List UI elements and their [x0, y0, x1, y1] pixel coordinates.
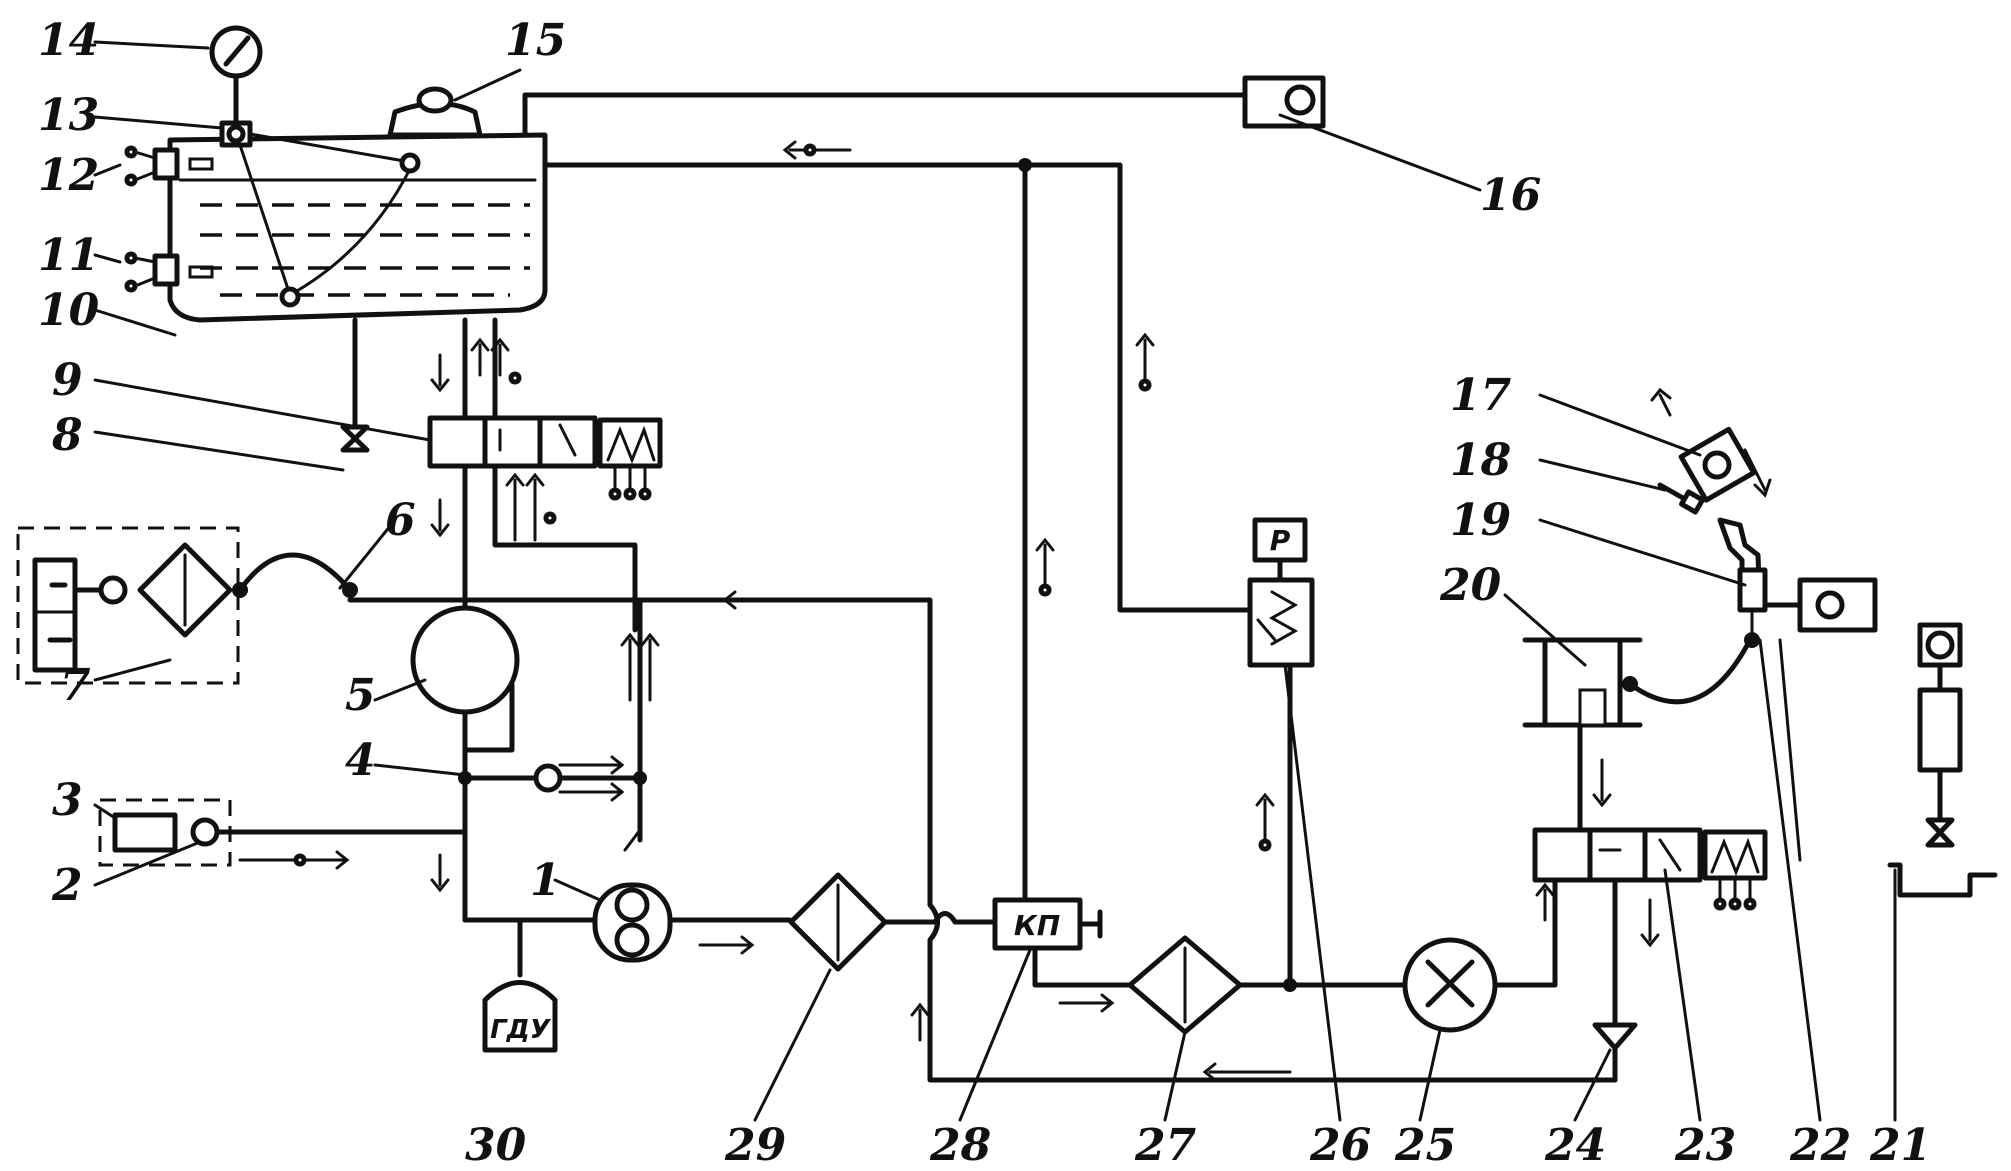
- callout-7: 7: [60, 660, 91, 711]
- callout-8: 8: [51, 410, 83, 461]
- callout-23: 23: [1674, 1120, 1736, 1171]
- control-handle: [1657, 426, 1878, 648]
- callout-1: 1: [530, 855, 561, 906]
- return-line: [542, 158, 1258, 908]
- flow-arrows: [238, 140, 1802, 1082]
- drain-line: [340, 317, 370, 453]
- suction-line: [98, 798, 642, 923]
- main-pump: [462, 882, 793, 963]
- filter-29: [788, 872, 998, 972]
- auxiliary-unit: [1887, 622, 1998, 898]
- filter-27: [1127, 935, 1408, 1035]
- callout-9: 9: [52, 355, 83, 406]
- callout-2: 2: [51, 860, 83, 911]
- level-switch-upper: [124, 145, 214, 187]
- callout-16: 16: [1480, 170, 1541, 221]
- level-switch-lower: [124, 251, 214, 293]
- leader-lines: [93, 40, 1897, 1122]
- actuator: [1522, 637, 1753, 728]
- callout-19: 19: [1450, 495, 1511, 546]
- callout-3: 3: [52, 775, 83, 826]
- callout-numbers: 14 13 12 11 10 9 8 15 16 6 7 5 4 3 2 1 1…: [38, 15, 1931, 1171]
- callout-21: 21: [1869, 1120, 1931, 1171]
- selector-valve-9: [427, 415, 663, 501]
- vent-line: [522, 75, 1482, 192]
- callout-18: 18: [1450, 435, 1511, 486]
- callout-13: 13: [38, 90, 99, 141]
- callout-25: 25: [1394, 1120, 1456, 1171]
- callout-26: 26: [1309, 1120, 1371, 1171]
- hydraulic-tank: [167, 132, 548, 323]
- relief-valve: КП: [992, 897, 1143, 988]
- relief-valve-label: КП: [1014, 909, 1060, 942]
- pressure-switch-label: P: [1270, 524, 1291, 557]
- check-valve-24: [1592, 877, 1638, 1083]
- hose-6: [237, 552, 353, 593]
- pressure-switch: P: [1247, 517, 1315, 992]
- accumulator-label: ГДУ: [490, 1015, 552, 1045]
- callout-14: 14: [38, 15, 99, 66]
- flow-meter: [1402, 877, 1558, 1033]
- callout-30: 30: [465, 1120, 527, 1171]
- callout-10: 10: [38, 285, 100, 336]
- callout-22: 22: [1789, 1120, 1851, 1171]
- callout-20: 20: [1439, 560, 1502, 611]
- callout-4: 4: [345, 735, 376, 786]
- callout-6: 6: [385, 495, 416, 546]
- callout-28: 28: [929, 1120, 991, 1171]
- ground-service-unit: [16, 526, 248, 685]
- callout-12: 12: [38, 150, 99, 201]
- callout-17: 17: [1450, 370, 1512, 421]
- callout-15: 15: [505, 15, 566, 66]
- pump-5: [347, 597, 643, 843]
- check-valve-4: [458, 763, 647, 793]
- callout-27: 27: [1134, 1120, 1197, 1171]
- callout-29: 29: [724, 1120, 786, 1171]
- accumulator: ГДУ: [482, 917, 558, 1053]
- callout-24: 24: [1544, 1120, 1606, 1171]
- callout-5: 5: [345, 670, 376, 721]
- return-branch: [637, 597, 1618, 1083]
- selector-valve-23: [1532, 707, 1768, 911]
- callout-11: 11: [38, 230, 99, 281]
- float-level-indicator: [219, 72, 421, 308]
- pressure-gauge: [209, 25, 263, 79]
- filler-cap: [387, 86, 483, 138]
